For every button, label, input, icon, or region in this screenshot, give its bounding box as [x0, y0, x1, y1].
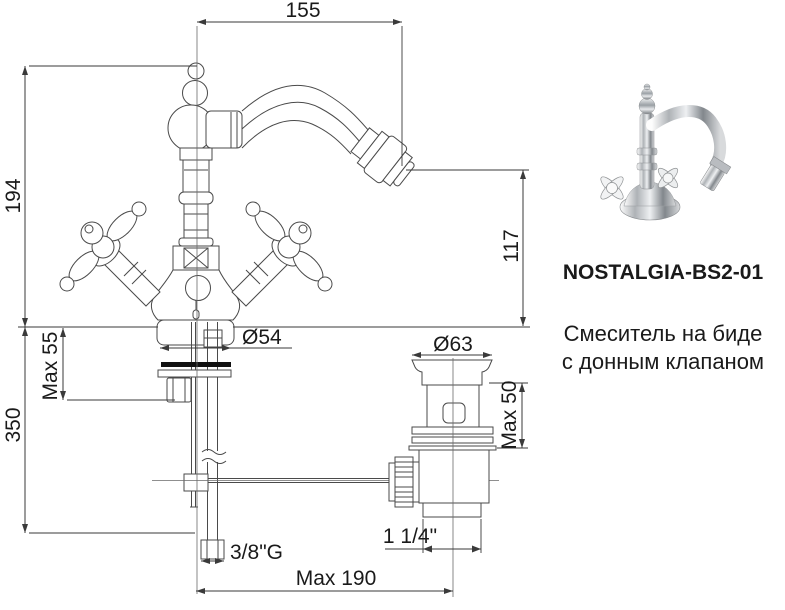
product-description: Смеситель на биде с донным клапаном: [528, 320, 785, 376]
dim-spout-height: 117: [406, 169, 529, 326]
product-description-line1: Смеситель на биде: [563, 321, 763, 346]
dim-max-rod-reach: Max 190: [196, 567, 453, 594]
dim-drain-flange-diameter: Ø63: [412, 333, 492, 358]
dim-body-height-label: 194: [2, 178, 25, 213]
dim-max-rod-reach-label: Max 190: [296, 567, 377, 590]
drain-valve-drawing: [388, 358, 497, 597]
dim-supply-thread: 3/8"G: [201, 541, 283, 564]
dim-spout-reach-label: 155: [285, 0, 320, 22]
dim-supply-length: 350: [2, 327, 195, 534]
faucet-drawing: [59, 26, 499, 594]
photo-right-handle: [657, 167, 679, 189]
dim-spout-height-label: 117: [500, 229, 523, 262]
dim-drain-thread: 1 1/4": [383, 519, 482, 553]
photo-left-handle: [600, 176, 624, 200]
dim-drain-max-thickness-label: Max 50: [498, 381, 521, 450]
product-photo: [600, 83, 732, 221]
dim-base-diameter-label: Ø54: [242, 326, 282, 349]
left-handle-outline: [59, 201, 161, 307]
dim-drain-thread-label: 1 1/4": [383, 525, 437, 548]
dim-supply-thread-label: 3/8"G: [230, 541, 283, 564]
aerator-outline: [350, 127, 415, 187]
dim-supply-length-label: 350: [2, 407, 25, 442]
dim-max-deck-thickness-label: Max 55: [39, 332, 62, 401]
dimensions: 155 194 350 Max 55 117 Ø54: [2, 0, 530, 594]
right-handle-outline: [231, 201, 333, 307]
product-code: NOSTALGIA-BS2-01: [562, 261, 764, 284]
product-description-line2: с донным клапаном: [561, 349, 765, 374]
drain-knob-outline: [388, 456, 420, 508]
dim-body-height: 194: [2, 65, 197, 327]
dim-max-deck-thickness: Max 55: [39, 328, 175, 401]
dim-drain-max-thickness: Max 50: [489, 381, 528, 450]
dim-spout-reach: 155: [197, 0, 403, 166]
dim-drain-flange-diameter-label: Ø63: [433, 333, 473, 356]
dim-base-diameter: Ø54: [160, 326, 292, 351]
